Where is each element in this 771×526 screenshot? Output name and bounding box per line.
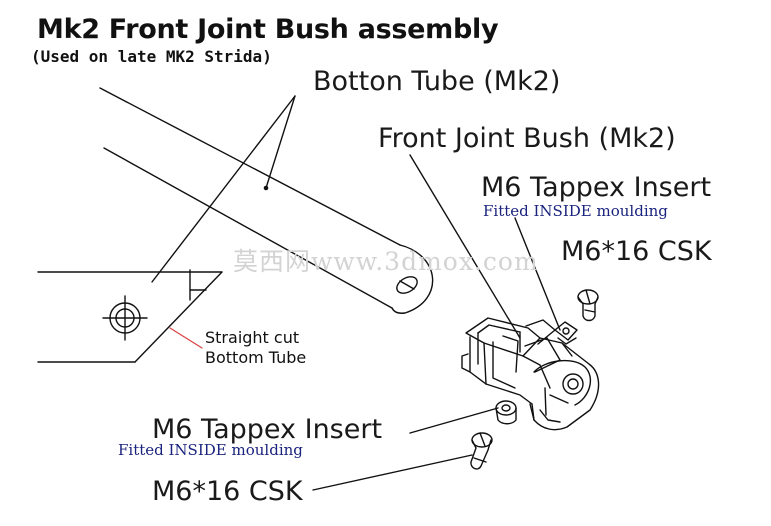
bottom-tube-label: Botton Tube (Mk2) [313,66,561,97]
leader-lines [151,95,561,491]
tappex-insert-bottom-label: M6 Tappex Insert [152,414,383,445]
bottom-tube-part [99,87,434,314]
tappex-insert-top-part [554,321,578,345]
csk-screw-bottom-label: M6*16 CSK [152,476,303,507]
front-joint-bush-label: Front Joint Bush (Mk2) [378,123,676,154]
straight-cut-sub-label: Bottom Tube [205,348,307,367]
straight-cut-leader [169,327,203,349]
watermark-text: 莫西网www.3dmox.com [233,247,539,276]
straight-cut-label: Straight cut [205,328,300,347]
straight-cut-tube-part [37,269,223,363]
csk-screw-top-label: M6*16 CSK [561,236,712,267]
front-joint-bush-part [461,317,600,431]
csk-screw-top-part [577,289,599,322]
page-subtitle: (Used on late MK2 Strida) [31,47,272,66]
fitted-inside-top-note: Fitted INSIDE moulding [483,202,668,220]
tappex-insert-bottom-part [495,400,517,425]
fitted-inside-bottom-note: Fitted INSIDE moulding [118,441,303,459]
csk-screw-bottom-part [470,432,493,470]
tappex-insert-top-label: M6 Tappex Insert [481,172,712,203]
page-title: Mk2 Front Joint Bush assembly [37,14,499,45]
